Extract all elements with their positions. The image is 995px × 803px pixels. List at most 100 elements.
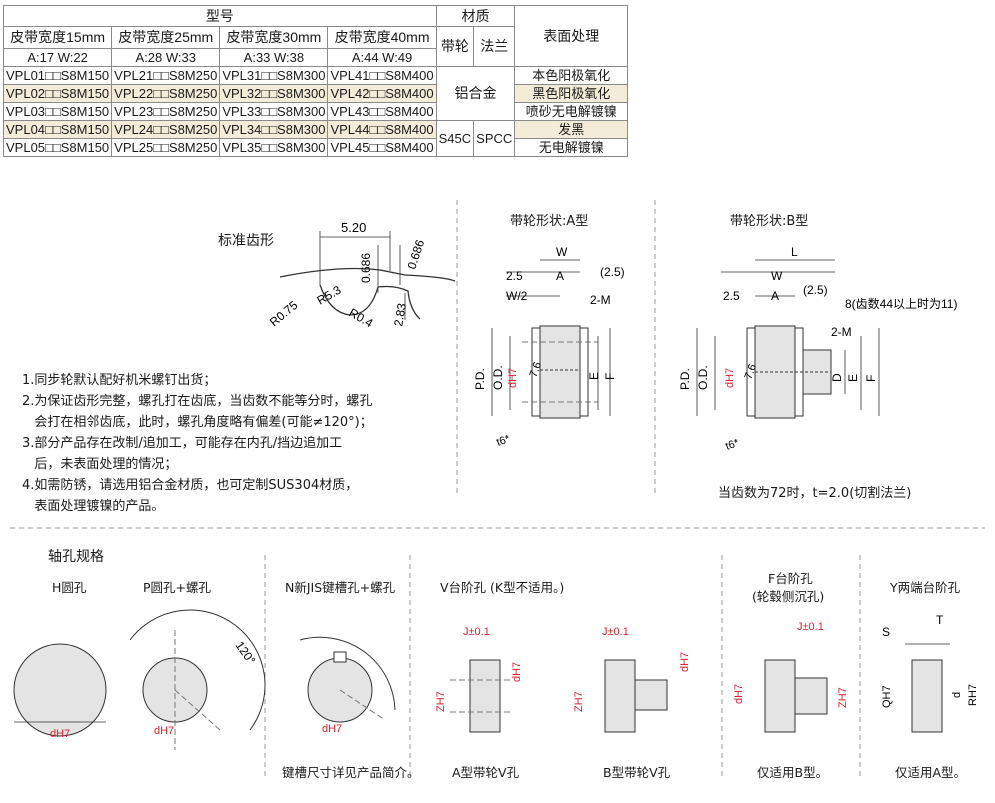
dim-f: F bbox=[603, 373, 617, 380]
va-dh7: dH7 bbox=[511, 662, 523, 682]
shape-b-drawing: L W A 2.5 (2.5) 8(齿数44以上时为11) 2-M P.D. O… bbox=[678, 245, 957, 453]
dim-2-5-paren: (2.5) bbox=[600, 265, 625, 279]
dim-e: E bbox=[846, 374, 860, 382]
va-note: A型带轮V孔 bbox=[452, 765, 520, 780]
y-d: d bbox=[951, 692, 963, 698]
shape-b-footnote: 当齿数为72时，t=2.0(切割法兰) bbox=[718, 486, 912, 501]
dim-w: W bbox=[771, 269, 783, 283]
note-line: 表面处理镀镍的产品。 bbox=[22, 499, 165, 514]
shaft-h-label: H圆孔 bbox=[52, 580, 87, 595]
dim-2-5-paren: (2.5) bbox=[803, 283, 828, 297]
shape-a-title: 带轮形状:A型 bbox=[510, 214, 589, 229]
dim-pd: P.D. bbox=[473, 368, 487, 390]
material-pulley: 带轮 bbox=[435, 26, 475, 67]
width-25: 皮带宽度25mm bbox=[111, 26, 221, 49]
model-cell: VPL45□□S8M400 bbox=[327, 138, 437, 157]
model-cell: VPL05□□S8M150 bbox=[2, 138, 113, 157]
y-rh7: RH7 bbox=[967, 684, 979, 706]
dim-e: E bbox=[587, 372, 601, 380]
dim-2-m: 2-M bbox=[590, 293, 611, 307]
note-line: 后，未表面处理的情况； bbox=[22, 457, 178, 472]
dim-2-83: 2.83 bbox=[391, 302, 409, 328]
note-line: 3.部分产品存在改制/追加工，可能存在内孔/挡边追加工 bbox=[22, 436, 343, 451]
shaft-f-sub-label: (轮毂侧沉孔) bbox=[752, 589, 825, 604]
table-row: VPL03□□S8M150 VPL23□□S8M250 VPL33□□S8M30… bbox=[2, 102, 629, 121]
dim-d: D bbox=[830, 373, 844, 382]
dim-t6: t6* bbox=[724, 437, 741, 453]
dim-od: O.D. bbox=[491, 365, 505, 390]
p-120: 120° bbox=[233, 639, 259, 668]
shaft-n-label: N新JIS键槽孔+螺孔 bbox=[285, 580, 396, 595]
spec-table: 型号 材质 表面处理 皮带宽度15mm 皮带宽度25mm 皮带宽度30mm 皮带… bbox=[2, 5, 629, 157]
y-qh7: QH7 bbox=[881, 685, 893, 708]
surface-cell: 无电解镀镍 bbox=[514, 138, 629, 157]
shape-a-drawing: W A 2.5 (2.5) W/2 2-M P.D. O.D. dH7 7.6 … bbox=[473, 245, 625, 449]
model-cell: VPL24□□S8M250 bbox=[111, 120, 221, 139]
dim-teeth-note: 8(齿数44以上时为11) bbox=[845, 296, 957, 311]
vb-note: B型带轮V孔 bbox=[603, 765, 671, 780]
tooth-profile-drawing: 5.20 0.686 0.686 R0.75 R5.3 R0.4 2.83 bbox=[267, 220, 456, 330]
table-row: VPL02□□S8M150 VPL22□□S8M250 VPL32□□S8M30… bbox=[2, 84, 629, 103]
dim-5-20: 5.20 bbox=[341, 220, 366, 235]
dim-2-5: 2.5 bbox=[723, 289, 740, 303]
dim-2-m: 2-M bbox=[831, 325, 852, 339]
dim-f: F bbox=[864, 375, 878, 382]
dim-7-6: 7.6 bbox=[528, 361, 545, 379]
material-spcc: SPCC bbox=[473, 120, 516, 157]
shaft-drawings: dH7 120° dH7 dH7 J±0.1 ZH7 dH7 J±0.1 ZH7… bbox=[13, 609, 979, 750]
vb-zh7: ZH7 bbox=[573, 691, 585, 712]
dim-w: W bbox=[556, 245, 568, 259]
f-j01: J±0.1 bbox=[797, 621, 824, 633]
va-zh7: ZH7 bbox=[435, 691, 447, 712]
model-cell: VPL32□□S8M300 bbox=[219, 84, 329, 103]
dim-0-686-a: 0.686 bbox=[359, 253, 373, 283]
shaft-title: 轴孔规格 bbox=[48, 549, 104, 565]
shaft-v-label: V台阶孔 (K型不适用。) bbox=[440, 580, 565, 595]
model-cell: VPL44□□S8M400 bbox=[327, 120, 437, 139]
f-zh7: ZH7 bbox=[837, 687, 849, 708]
note-line: 会打在相邻齿底，此时，螺孔角度略有偏差(可能≠120°)； bbox=[22, 415, 373, 430]
tooth-title: 标准齿形 bbox=[218, 233, 274, 249]
dim-7-6: 7.6 bbox=[743, 363, 760, 381]
shaft-y-label: Y两端台阶孔 bbox=[890, 580, 961, 595]
dim-dh7: dH7 bbox=[724, 368, 736, 388]
material-s45c: S45C bbox=[435, 120, 475, 157]
shaft-p-label: P圆孔+螺孔 bbox=[143, 580, 212, 595]
y-note: 仅适用A型。 bbox=[895, 765, 967, 780]
model-cell: VPL23□□S8M250 bbox=[111, 102, 221, 121]
f-note: 仅适用B型。 bbox=[757, 765, 829, 780]
vb-dh7: dH7 bbox=[679, 652, 691, 672]
surface-cell: 黑色阳极氧化 bbox=[514, 84, 629, 103]
dim-2-5: 2.5 bbox=[506, 269, 523, 283]
aw-25: A:28 W:33 bbox=[111, 48, 221, 67]
n-dh7: dH7 bbox=[322, 723, 342, 735]
note-line: 2.为保证齿形完整，螺孔打在齿底，当齿数不能等分时，螺孔 bbox=[22, 394, 373, 409]
shaft-f-label: F台阶孔 bbox=[768, 571, 813, 586]
n-note: 键槽尺寸详见产品简介。 bbox=[282, 765, 420, 780]
dim-a: A bbox=[556, 269, 564, 283]
va-j01: J±0.1 bbox=[463, 626, 490, 638]
note-line: 1.同步轮默认配好机米螺钉出货； bbox=[22, 373, 217, 388]
width-30: 皮带宽度30mm bbox=[219, 26, 329, 49]
surface-cell: 发黑 bbox=[514, 120, 629, 139]
y-t: T bbox=[936, 613, 944, 627]
table-row: VPL05□□S8M150 VPL25□□S8M250 VPL35□□S8M30… bbox=[2, 138, 629, 157]
dim-a: A bbox=[771, 289, 779, 303]
vb-j01: J±0.1 bbox=[602, 626, 629, 638]
dim-dh7: dH7 bbox=[507, 368, 519, 388]
p-dh7: dH7 bbox=[154, 725, 174, 737]
table-row: VPL04□□S8M150 VPL24□□S8M250 VPL34□□S8M30… bbox=[2, 120, 629, 157]
model-cell: VPL42□□S8M400 bbox=[327, 84, 437, 103]
dim-od: O.D. bbox=[696, 365, 710, 390]
model-cell: VPL33□□S8M300 bbox=[219, 102, 329, 121]
dim-pd: P.D. bbox=[678, 368, 692, 390]
h-dh7: dH7 bbox=[50, 728, 70, 740]
shape-b-title: 带轮形状:B型 bbox=[730, 214, 809, 229]
notes: 1.同步轮默认配好机米螺钉出货； 2.为保证齿形完整，螺孔打在齿底，当齿数不能等… bbox=[22, 370, 392, 517]
note-line: 4.如需防锈，请选用铝合金材质，也可定制SUS304材质， bbox=[22, 478, 359, 493]
dim-l: L bbox=[791, 245, 798, 259]
model-cell: VPL41□□S8M400 bbox=[327, 66, 437, 85]
model-cell: VPL02□□S8M150 bbox=[2, 84, 113, 103]
surface-cell: 本色阳极氧化 bbox=[514, 66, 629, 85]
